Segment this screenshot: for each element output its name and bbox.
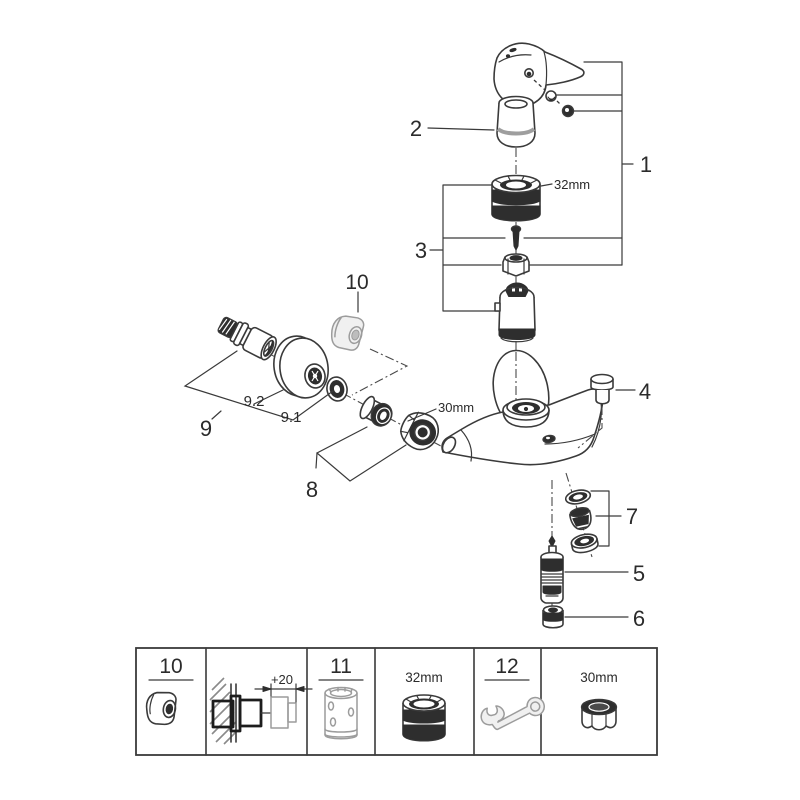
bracket-7	[590, 490, 622, 547]
handle-part	[493, 42, 585, 107]
callout-2: 2	[410, 116, 422, 141]
extension-sleeve-icon	[324, 686, 358, 740]
legend-label-30mm: 30mm	[580, 670, 618, 685]
leader-30mm	[407, 408, 437, 422]
cover-cap-part	[330, 315, 365, 351]
handle-screw	[533, 79, 562, 106]
legend-label-10: 10	[159, 655, 182, 678]
callout-1: 1	[640, 152, 652, 177]
callout-6: 6	[633, 606, 645, 631]
diverter-ring	[570, 533, 599, 554]
ring-nut-32mm-part	[491, 174, 541, 222]
filter-part	[359, 395, 393, 427]
cap-icon	[145, 691, 177, 726]
callout-9: 9	[200, 416, 212, 441]
legend-cell-30mm: 30mm	[580, 670, 618, 731]
legend-cell-10: 10	[145, 655, 194, 726]
wall-extension-icon	[209, 677, 313, 745]
hex-nut-icon	[580, 698, 618, 731]
callout-3: 3	[415, 238, 427, 263]
callout-9-1: 9.1	[281, 409, 302, 426]
legend-cell-11: 11	[318, 655, 364, 740]
dim-30mm: 30mm	[438, 400, 474, 415]
legend-cell-extension: +20	[209, 672, 313, 745]
handle-screw-cap	[561, 104, 575, 118]
bracket-3	[429, 184, 623, 312]
union-nut-30mm-part	[399, 411, 440, 451]
callout-5: 5	[633, 561, 645, 586]
handle-indicator-dot	[505, 54, 511, 58]
dim-32mm: 32mm	[554, 177, 590, 192]
legend-cell-32mm: 32mm	[402, 670, 446, 742]
spindle-nut-part	[542, 605, 564, 629]
hex-adapter-part	[502, 253, 530, 277]
set-screw-part	[510, 225, 522, 251]
diverter-oring	[564, 489, 592, 505]
callout-8: 8	[306, 477, 318, 502]
callout-4: 4	[639, 379, 651, 404]
wrench-icon	[480, 696, 545, 731]
centerline-plug	[577, 406, 603, 449]
bracket-9	[183, 350, 334, 421]
bracket-8	[315, 426, 407, 482]
s-union-part	[217, 316, 277, 361]
wall-escutcheon-part	[273, 335, 329, 399]
legend-cell-12: 12	[480, 655, 545, 731]
callout-10: 10	[345, 271, 368, 294]
handle-indicator-dot	[509, 47, 517, 53]
callout-7: 7	[626, 504, 638, 529]
leader-2	[427, 127, 495, 131]
legend-label-plus20: +20	[271, 672, 293, 687]
diverter-knob	[568, 507, 592, 531]
plug-part	[577, 373, 614, 449]
bracket-1	[556, 61, 634, 266]
callout-9-2: 9.2	[244, 393, 265, 410]
diverter-spindle-part	[540, 535, 564, 604]
ring-nut-icon	[402, 694, 446, 742]
cartridge-part	[494, 282, 536, 343]
legend-label-12: 12	[495, 655, 518, 678]
cartridge-seat	[502, 398, 550, 428]
legend-label-11: 11	[330, 655, 352, 678]
washer-part	[326, 376, 348, 402]
leader-32mm	[540, 183, 553, 187]
legend-label-32mm: 32mm	[405, 670, 443, 685]
dome-cap-part	[496, 95, 536, 148]
